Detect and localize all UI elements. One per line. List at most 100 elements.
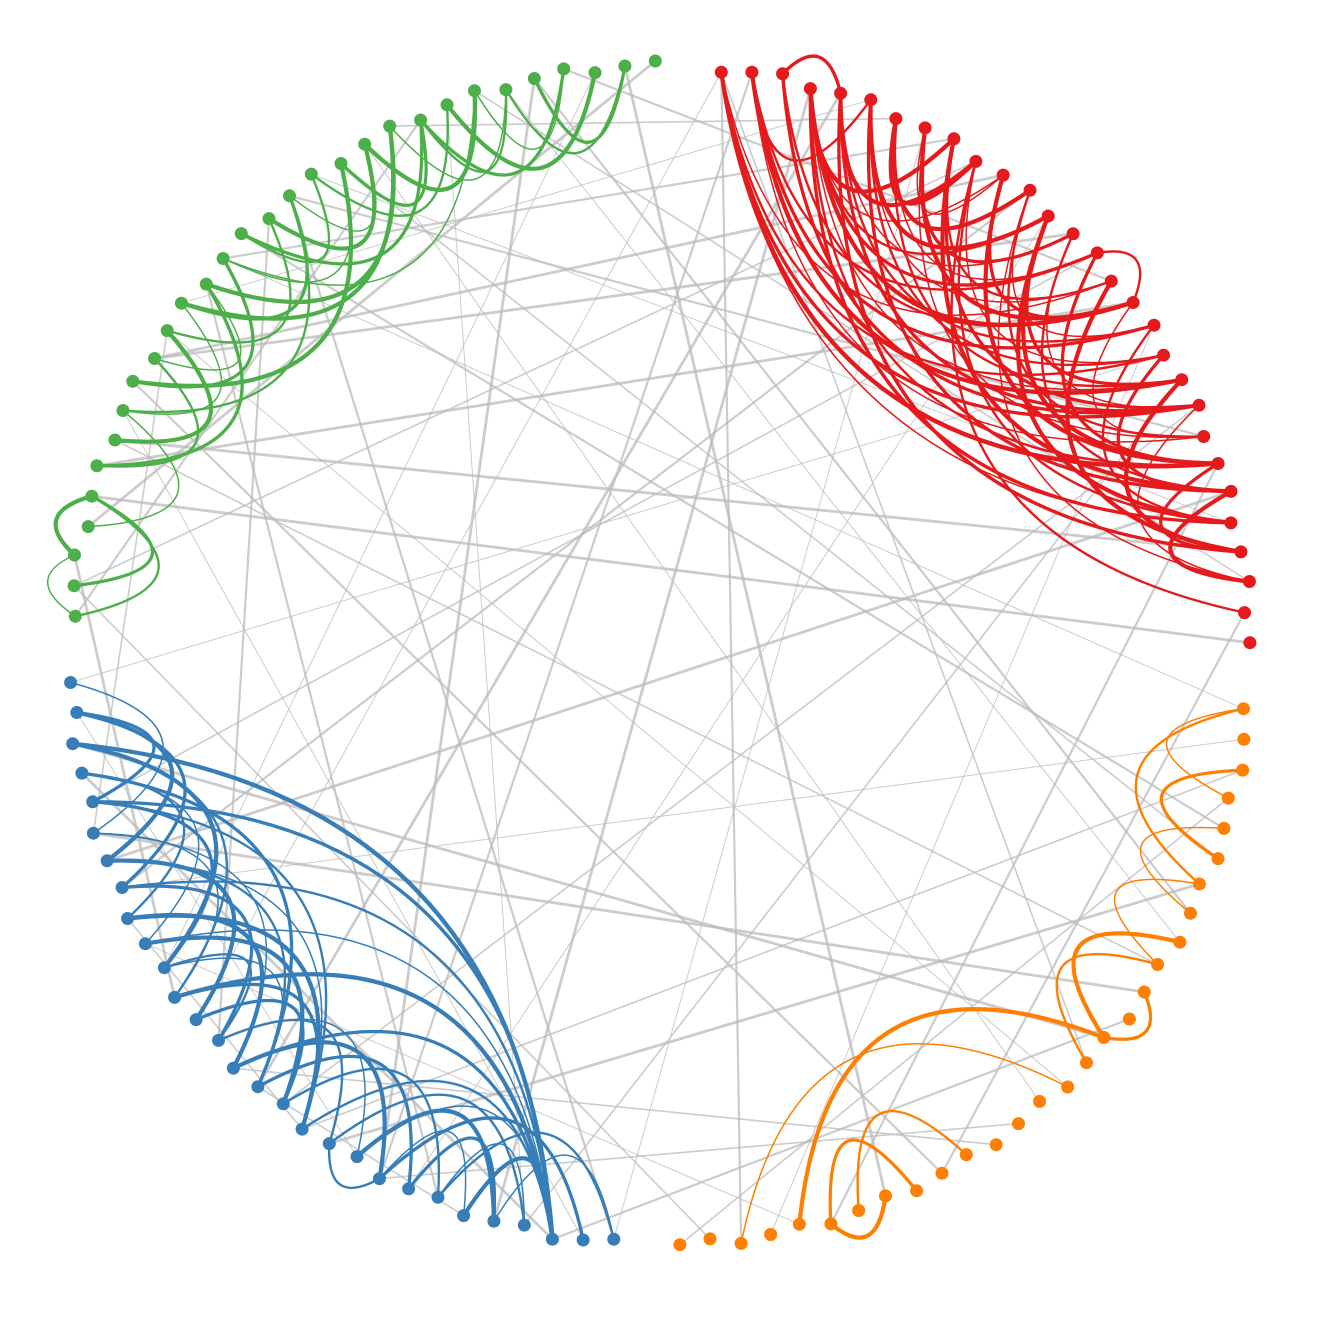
inter-group-edge	[145, 943, 800, 1225]
red-node	[996, 168, 1010, 182]
inter-group-edge	[340, 162, 1219, 860]
green-group-edge	[72, 494, 154, 588]
red-group-edge	[838, 91, 1201, 413]
blue-node	[576, 1233, 590, 1247]
blue-group-edge	[256, 1054, 413, 1191]
green-node	[440, 98, 454, 112]
green-group-edge	[130, 161, 354, 388]
inter-group-edge	[166, 330, 1069, 1088]
inter-group-edge	[829, 463, 1220, 1225]
red-node	[1234, 545, 1248, 559]
blue-node	[487, 1214, 501, 1228]
red-node	[1041, 209, 1055, 223]
inter-group-edge	[301, 769, 1243, 1130]
blue-node	[517, 1218, 531, 1232]
blue-node	[545, 1232, 559, 1246]
green-node	[527, 72, 541, 85]
orange-node	[879, 1189, 892, 1203]
green-node	[81, 520, 95, 534]
green-node	[234, 227, 248, 241]
inter-group-edge	[93, 831, 1145, 994]
inter-group-edge	[163, 72, 596, 968]
blue-group-edge	[436, 1131, 615, 1241]
green-group-edge	[504, 64, 627, 155]
red-group-edge	[965, 160, 1165, 364]
orange-node	[1221, 791, 1235, 805]
green-node	[648, 54, 662, 68]
orange-group-edge	[1139, 826, 1225, 915]
blue-node	[322, 1137, 336, 1151]
green-group-edge	[95, 282, 244, 468]
inter-group-edge	[217, 218, 271, 1041]
red-group-edge	[1168, 489, 1252, 584]
blue-node	[607, 1232, 621, 1246]
red-node	[947, 132, 961, 146]
inter-group-edge	[222, 137, 955, 260]
red-group-edge	[808, 86, 1136, 327]
blue-group-edge	[354, 1108, 496, 1224]
red-node	[969, 154, 983, 168]
red-node	[1224, 516, 1238, 530]
blue-node	[295, 1122, 309, 1136]
blue-group-edge	[69, 681, 164, 834]
orange-node	[764, 1228, 778, 1241]
inter-group-edge	[114, 439, 1158, 966]
orange-node	[1237, 732, 1251, 746]
blue-node	[138, 937, 152, 951]
blue-node	[402, 1182, 416, 1196]
green-group-edge	[473, 68, 565, 150]
blue-node	[100, 854, 114, 868]
blue-node	[251, 1080, 265, 1094]
blue-node	[189, 1013, 203, 1027]
green-group-edge	[222, 89, 476, 286]
red-group-edge	[1124, 377, 1243, 554]
red-node	[1192, 398, 1206, 412]
red-group-edge	[916, 127, 1004, 215]
orange-node	[1033, 1094, 1047, 1108]
green-node	[618, 59, 632, 73]
blue-group-edge	[91, 800, 328, 1131]
green-group-edge	[53, 494, 94, 558]
blue-node	[431, 1190, 445, 1204]
blue-group-edge	[120, 884, 254, 1043]
blue-group-edge	[378, 1130, 467, 1217]
red-node	[1242, 575, 1256, 588]
green-node	[262, 212, 276, 226]
blue-node	[70, 706, 84, 719]
blue-group-edge	[80, 771, 294, 1089]
orange-node	[1151, 958, 1165, 971]
inter-group-edge	[505, 89, 1181, 943]
green-node	[126, 374, 140, 388]
orange-node	[792, 1217, 806, 1231]
blue-node	[226, 1061, 240, 1075]
green-node	[199, 277, 213, 291]
orange-node	[1012, 1117, 1025, 1131]
orange-group-edge	[1113, 878, 1201, 966]
orange-group-edge	[1134, 707, 1245, 886]
green-node	[160, 324, 174, 338]
green-group-edge	[204, 124, 396, 305]
inter-group-edge	[96, 301, 1134, 468]
red-group-edge	[1092, 301, 1205, 439]
green-group-edge	[222, 162, 353, 283]
blue-node	[66, 737, 80, 751]
blue-group-edge	[217, 1018, 366, 1158]
nodes	[64, 54, 1257, 1252]
inter-group-edge	[289, 194, 1204, 438]
green-group-edge	[87, 409, 180, 528]
red-group-edge	[1021, 213, 1221, 466]
green-group-edge	[388, 88, 507, 181]
red-group-edge	[750, 70, 1156, 350]
red-group-edge	[808, 86, 956, 194]
orange-group-edge	[828, 1193, 888, 1240]
orange-node	[1173, 935, 1187, 949]
inter-group-edge	[533, 77, 1192, 914]
blue-node	[373, 1172, 386, 1186]
orange-node	[1184, 906, 1197, 920]
blue-group-edge	[163, 953, 253, 1042]
orange-node	[1192, 877, 1206, 891]
orange-group-edge	[1102, 990, 1153, 1041]
blue-group-edge	[105, 859, 287, 1088]
orange-node	[1236, 763, 1250, 777]
green-node	[116, 404, 130, 417]
